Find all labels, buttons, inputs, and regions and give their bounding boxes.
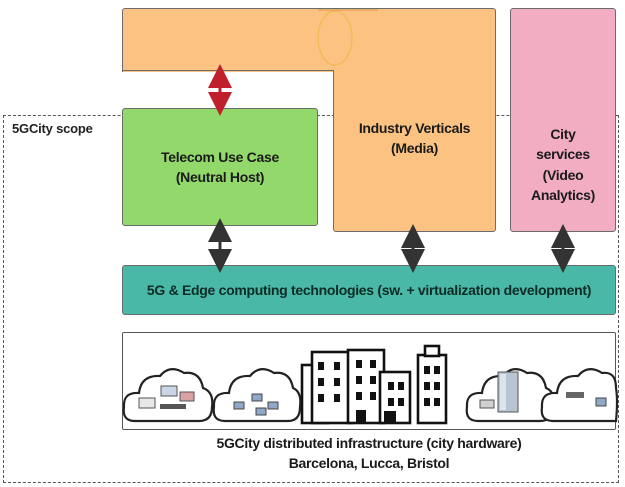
city-label-line4: Analytics): [531, 186, 595, 203]
orange-circle-decoration: [317, 10, 353, 66]
scope-label: 5GCity scope: [12, 121, 93, 136]
city-services-box: City services (Video Analytics): [510, 8, 616, 232]
cloud-network-icon: [212, 368, 302, 423]
telecom-label-line2: (Neutral Host): [175, 169, 265, 185]
industry-box-top: [122, 8, 496, 72]
infrastructure-caption-line2: Barcelona, Lucca, Bristol: [288, 454, 450, 471]
cloud-device-icon: [540, 368, 619, 423]
infrastructure-caption-line1: 5GCity distributed infrastructure (city …: [216, 435, 522, 451]
industry-box: [333, 70, 496, 232]
industry-label-line2: (Media): [391, 140, 438, 157]
tech-bar-label: 5G & Edge computing technologies (sw. + …: [146, 281, 592, 298]
infrastructure-caption: 5GCity distributed infrastructure (city …: [122, 434, 616, 473]
cloud-server-icon: [465, 368, 555, 423]
city-label-line1: City: [550, 126, 576, 142]
telecom-box: Telecom Use Case (Neutral Host): [122, 108, 318, 226]
tech-bar: 5G & Edge computing technologies (sw. + …: [122, 265, 616, 315]
city-windows: [318, 360, 440, 423]
industry-label-line1: Industry Verticals: [358, 120, 471, 136]
telecom-label-line1: Telecom Use Case: [161, 148, 279, 165]
cloud-hardware-icon: [122, 368, 214, 423]
industry-box-joint: [334, 62, 495, 76]
city-label-line2: services: [536, 146, 590, 163]
city-label-line3: (Video: [542, 166, 584, 183]
industry-label: Industry Verticals (Media): [333, 118, 496, 178]
